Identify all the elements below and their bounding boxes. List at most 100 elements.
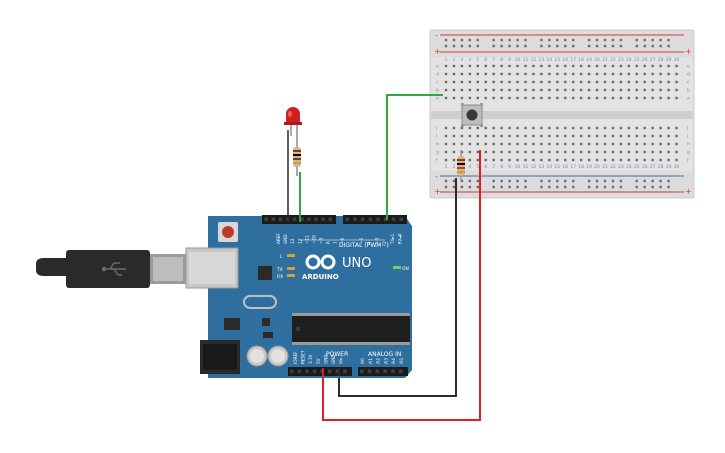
- rail-hole[interactable]: [540, 179, 543, 183]
- terminal-hole[interactable]: [556, 96, 559, 100]
- rail-hole[interactable]: [556, 38, 559, 42]
- rail-hole[interactable]: [587, 179, 591, 183]
- terminal-hole[interactable]: [460, 80, 464, 84]
- rail-hole[interactable]: [548, 44, 551, 48]
- terminal-hole[interactable]: [452, 126, 456, 130]
- terminal-hole[interactable]: [548, 134, 551, 138]
- header-pin-hole[interactable]: [391, 217, 396, 222]
- terminal-hole[interactable]: [595, 88, 599, 92]
- terminal-hole[interactable]: [484, 142, 487, 146]
- terminal-hole[interactable]: [659, 64, 662, 68]
- header-pin-hole[interactable]: [300, 217, 304, 222]
- terminal-hole[interactable]: [579, 158, 583, 162]
- terminal-hole[interactable]: [468, 126, 472, 130]
- terminal-hole[interactable]: [627, 72, 631, 76]
- terminal-hole[interactable]: [635, 150, 638, 154]
- rail-hole[interactable]: [516, 179, 519, 183]
- terminal-hole[interactable]: [524, 126, 527, 130]
- terminal-hole[interactable]: [579, 96, 583, 100]
- rail-hole[interactable]: [619, 44, 623, 48]
- terminal-hole[interactable]: [524, 80, 527, 84]
- terminal-hole[interactable]: [492, 134, 495, 138]
- terminal-hole[interactable]: [444, 134, 448, 138]
- terminal-hole[interactable]: [619, 80, 623, 84]
- rail-hole[interactable]: [651, 179, 654, 183]
- terminal-hole[interactable]: [500, 72, 503, 76]
- terminal-hole[interactable]: [579, 142, 583, 146]
- terminal-hole[interactable]: [627, 158, 631, 162]
- terminal-hole[interactable]: [540, 80, 543, 84]
- terminal-hole[interactable]: [468, 158, 472, 162]
- header-pin-hole[interactable]: [328, 369, 332, 374]
- terminal-hole[interactable]: [611, 72, 615, 76]
- terminal-hole[interactable]: [516, 158, 519, 162]
- terminal-hole[interactable]: [452, 96, 456, 100]
- terminal-hole[interactable]: [643, 158, 646, 162]
- rail-hole[interactable]: [468, 179, 472, 183]
- terminal-hole[interactable]: [595, 158, 599, 162]
- rail-hole[interactable]: [659, 38, 662, 42]
- terminal-hole[interactable]: [651, 80, 654, 84]
- terminal-hole[interactable]: [667, 158, 670, 162]
- rail-hole[interactable]: [659, 44, 662, 48]
- terminal-hole[interactable]: [444, 158, 448, 162]
- terminal-hole[interactable]: [635, 64, 638, 68]
- rail-hole[interactable]: [603, 38, 607, 42]
- terminal-hole[interactable]: [627, 88, 631, 92]
- terminal-hole[interactable]: [508, 126, 511, 130]
- terminal-hole[interactable]: [452, 88, 456, 92]
- terminal-hole[interactable]: [444, 80, 448, 84]
- terminal-hole[interactable]: [540, 158, 543, 162]
- terminal-hole[interactable]: [484, 88, 487, 92]
- terminal-hole[interactable]: [572, 80, 575, 84]
- terminal-hole[interactable]: [476, 96, 479, 100]
- terminal-hole[interactable]: [540, 126, 543, 130]
- power-header[interactable]: [288, 367, 352, 376]
- terminal-hole[interactable]: [484, 158, 487, 162]
- terminal-hole[interactable]: [643, 64, 646, 68]
- terminal-hole[interactable]: [587, 142, 591, 146]
- terminal-hole[interactable]: [492, 96, 495, 100]
- terminal-hole[interactable]: [460, 88, 464, 92]
- terminal-hole[interactable]: [500, 142, 503, 146]
- header-pin-hole[interactable]: [399, 369, 403, 374]
- rail-hole[interactable]: [651, 38, 654, 42]
- header-pin-hole[interactable]: [328, 217, 332, 222]
- terminal-hole[interactable]: [572, 150, 575, 154]
- terminal-hole[interactable]: [635, 126, 638, 130]
- header-pin-hole[interactable]: [367, 369, 372, 374]
- terminal-hole[interactable]: [619, 134, 623, 138]
- analog-header[interactable]: [358, 367, 408, 376]
- terminal-hole[interactable]: [556, 142, 559, 146]
- terminal-hole[interactable]: [619, 158, 623, 162]
- terminal-hole[interactable]: [635, 158, 638, 162]
- terminal-hole[interactable]: [540, 88, 543, 92]
- terminal-hole[interactable]: [595, 72, 599, 76]
- terminal-hole[interactable]: [548, 126, 551, 130]
- rail-hole[interactable]: [452, 179, 456, 183]
- rail-hole[interactable]: [611, 38, 615, 42]
- terminal-hole[interactable]: [579, 126, 583, 130]
- rail-hole[interactable]: [452, 44, 456, 48]
- header-pin-hole[interactable]: [297, 369, 302, 374]
- digital-header-right[interactable]: [343, 215, 407, 224]
- terminal-hole[interactable]: [556, 126, 559, 130]
- terminal-hole[interactable]: [603, 96, 607, 100]
- rail-hole[interactable]: [476, 179, 479, 183]
- terminal-hole[interactable]: [516, 80, 519, 84]
- rail-hole[interactable]: [460, 179, 464, 183]
- rail-hole[interactable]: [635, 38, 638, 42]
- terminal-hole[interactable]: [444, 150, 448, 154]
- terminal-hole[interactable]: [532, 126, 535, 130]
- terminal-hole[interactable]: [508, 72, 511, 76]
- terminal-hole[interactable]: [635, 96, 638, 100]
- terminal-hole[interactable]: [587, 134, 591, 138]
- terminal-hole[interactable]: [452, 150, 456, 154]
- terminal-hole[interactable]: [476, 150, 479, 154]
- rail-hole[interactable]: [564, 44, 567, 48]
- terminal-hole[interactable]: [564, 142, 567, 146]
- rail-hole[interactable]: [667, 38, 670, 42]
- terminal-hole[interactable]: [611, 134, 615, 138]
- rail-hole[interactable]: [643, 185, 646, 189]
- rail-hole[interactable]: [524, 185, 527, 189]
